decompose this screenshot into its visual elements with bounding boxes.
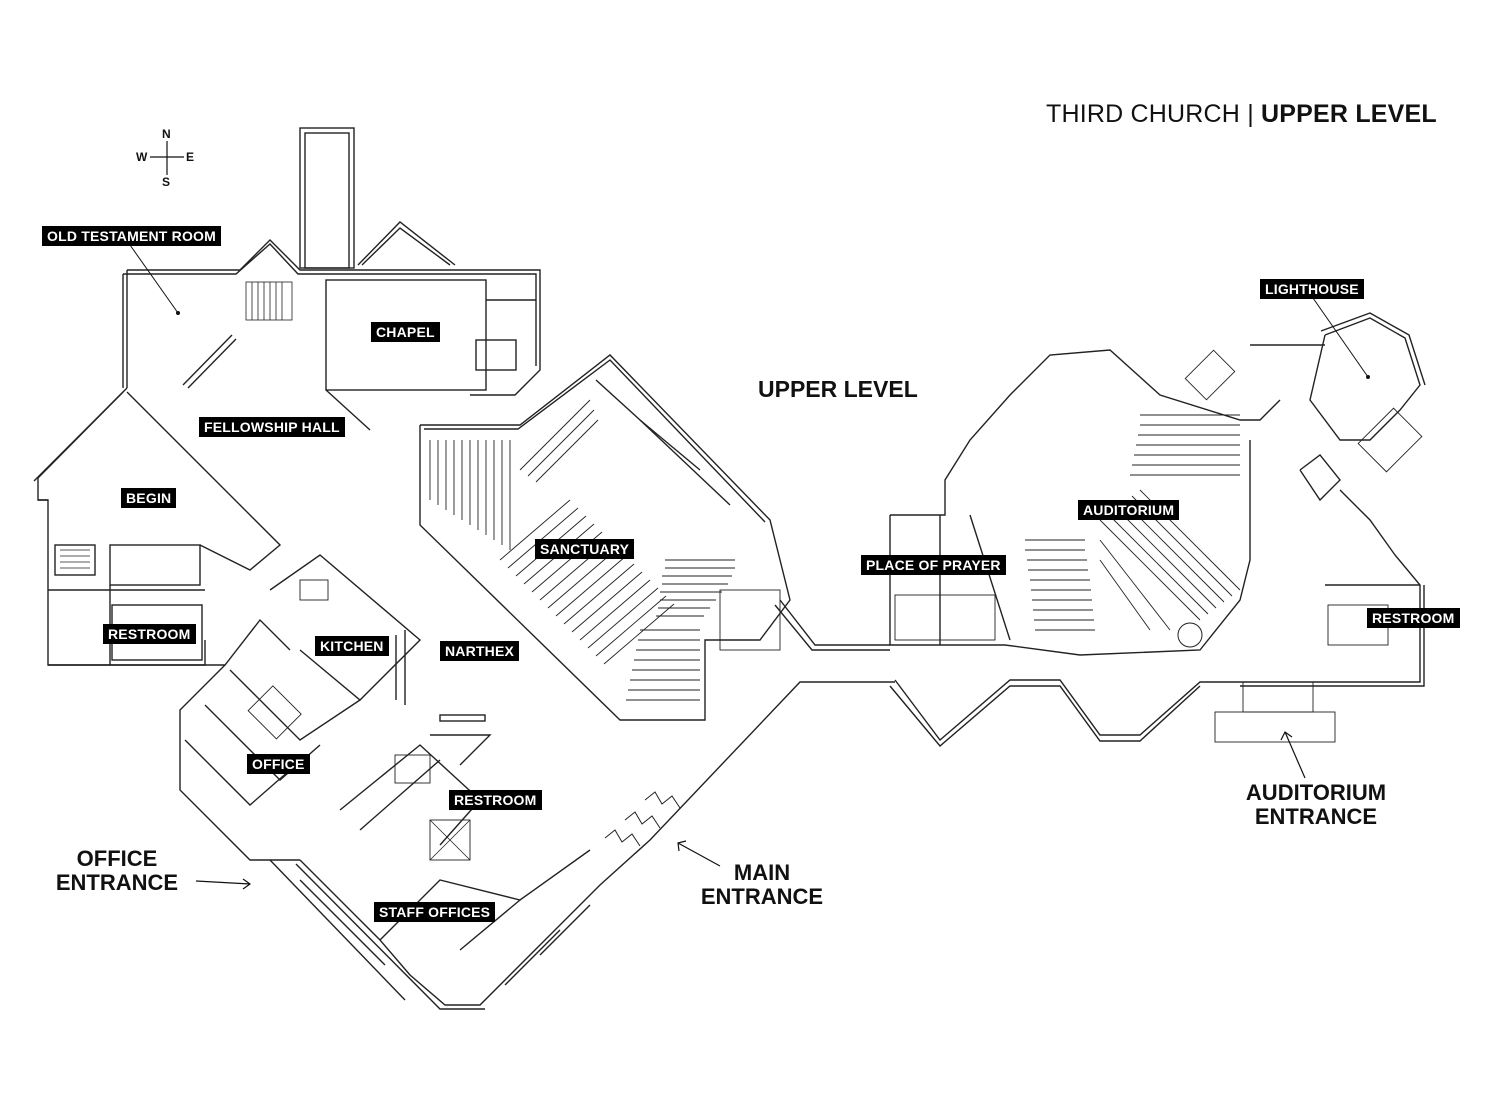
sanctuary-outline — [419, 354, 791, 721]
room-label-lighthouse: LIGHTHOUSE — [1260, 279, 1364, 299]
room-label-restroom-east: RESTROOM — [1367, 608, 1460, 628]
west-wing-outline — [33, 127, 541, 666]
compass-south-label: S — [162, 175, 171, 189]
compass-icon — [150, 141, 184, 175]
east-wing-outline — [889, 312, 1426, 747]
office-entrance-arrow-icon — [195, 878, 252, 890]
room-label-old-testament-room: OLD TESTAMENT ROOM — [42, 226, 221, 246]
main-entrance-line-2: ENTRANCE — [700, 884, 824, 909]
room-label-restroom-west: RESTROOM — [103, 624, 196, 644]
room-label-sanctuary: SANCTUARY — [535, 539, 635, 559]
office-entrance-line-2: ENTRANCE — [55, 870, 179, 895]
main-entrance-arrow-icon — [677, 840, 721, 867]
compass-north-label: N — [162, 127, 171, 141]
level-heading: UPPER LEVEL — [758, 376, 918, 402]
room-label-narthex: NARTHEX — [440, 641, 520, 661]
compass-west-label: W — [136, 150, 148, 164]
room-label-auditorium: AUDITORIUM — [1078, 500, 1180, 520]
compass-east-label: E — [186, 150, 195, 164]
room-label-place-of-prayer: PLACE OF PRAYER — [861, 555, 1006, 575]
main-entrance-label: MAIN ENTRANCE — [697, 861, 827, 909]
auditorium-entrance-label: AUDITORIUM ENTRANCE — [1236, 781, 1396, 829]
map-title-level: UPPER LEVEL — [1261, 100, 1437, 128]
auditorium-entrance-arrow-icon — [1280, 731, 1306, 779]
office-entrance-label: OFFICE ENTRANCE — [52, 847, 182, 895]
auditorium-entrance-line-1: AUDITORIUM — [1245, 780, 1387, 805]
connector-corridor — [774, 599, 890, 651]
room-label-staff-offices: STAFF OFFICES — [374, 902, 496, 922]
room-label-office: OFFICE — [247, 754, 310, 774]
auditorium-entrance-line-2: ENTRANCE — [1254, 804, 1378, 829]
room-label-begin: BEGIN — [121, 488, 177, 508]
map-title-prefix: THIRD CHURCH | — [1046, 100, 1254, 128]
room-label-restroom-center: RESTROOM — [449, 790, 542, 810]
room-label-chapel: CHAPEL — [371, 322, 440, 342]
central-block-outline — [179, 554, 895, 1010]
room-label-fellowship-hall: FELLOWSHIP HALL — [199, 417, 345, 437]
callout-lines — [129, 244, 1370, 379]
map-title: THIRD CHURCH | UPPER LEVEL — [1046, 100, 1437, 129]
main-entrance-line-1: MAIN — [733, 860, 791, 885]
room-label-kitchen: KITCHEN — [315, 636, 389, 656]
office-entrance-line-1: OFFICE — [76, 846, 158, 871]
